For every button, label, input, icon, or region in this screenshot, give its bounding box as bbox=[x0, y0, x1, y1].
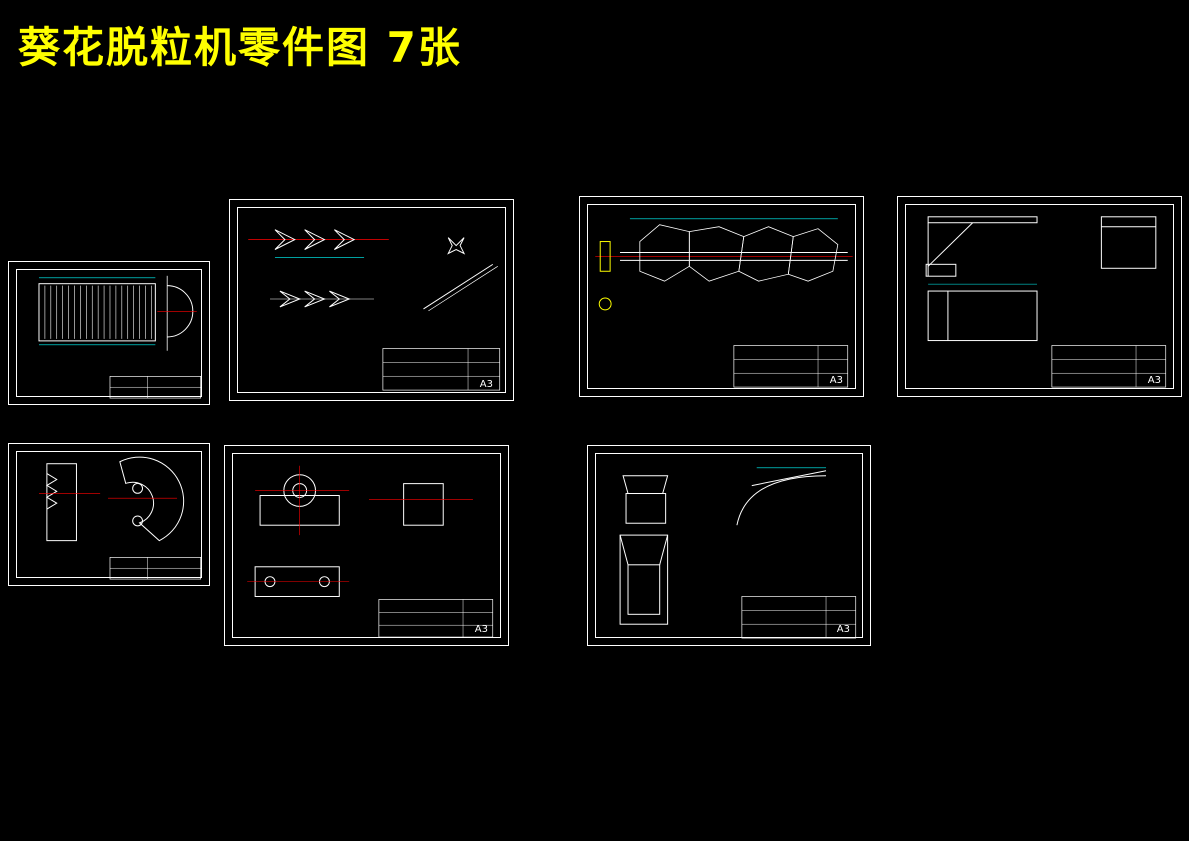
drawing-sheet-6[interactable]: A3 bbox=[224, 445, 509, 646]
threshing-teeth-drawing bbox=[248, 229, 501, 391]
drawing-sheet-5[interactable] bbox=[8, 443, 210, 586]
drawing-sheet-4[interactable]: A3 bbox=[897, 196, 1182, 397]
sheet-border bbox=[587, 204, 856, 389]
page-title: 葵花脱粒机零件图 7张 bbox=[18, 23, 462, 72]
bearing-seat-drawing bbox=[247, 465, 494, 638]
pulley-drawing bbox=[38, 456, 202, 580]
sheet-size-label: A3 bbox=[829, 375, 843, 386]
drawing-sheet-7[interactable]: A3 bbox=[587, 445, 871, 646]
drawing-sheet-2[interactable]: A3 bbox=[229, 199, 514, 401]
sheet-size-label: A3 bbox=[836, 624, 850, 635]
sheet-border bbox=[16, 269, 202, 397]
sheet-border bbox=[232, 453, 501, 638]
feed-inlet-drawing bbox=[619, 467, 857, 639]
sheet-size-label: A3 bbox=[474, 624, 488, 635]
frame-drawing bbox=[925, 216, 1167, 388]
sheet-size-label: A3 bbox=[479, 379, 493, 390]
drawing-sheet-3[interactable]: A3 bbox=[579, 196, 864, 397]
drum-shaft-drawing bbox=[595, 218, 853, 388]
sheet-border bbox=[16, 451, 202, 578]
screen-plate-drawing bbox=[38, 275, 202, 399]
sheet-border bbox=[595, 453, 863, 638]
sheet-border bbox=[237, 207, 506, 393]
drawing-sheet-1[interactable] bbox=[8, 261, 210, 405]
sheet-border bbox=[905, 204, 1174, 389]
sheet-size-label: A3 bbox=[1147, 375, 1161, 386]
